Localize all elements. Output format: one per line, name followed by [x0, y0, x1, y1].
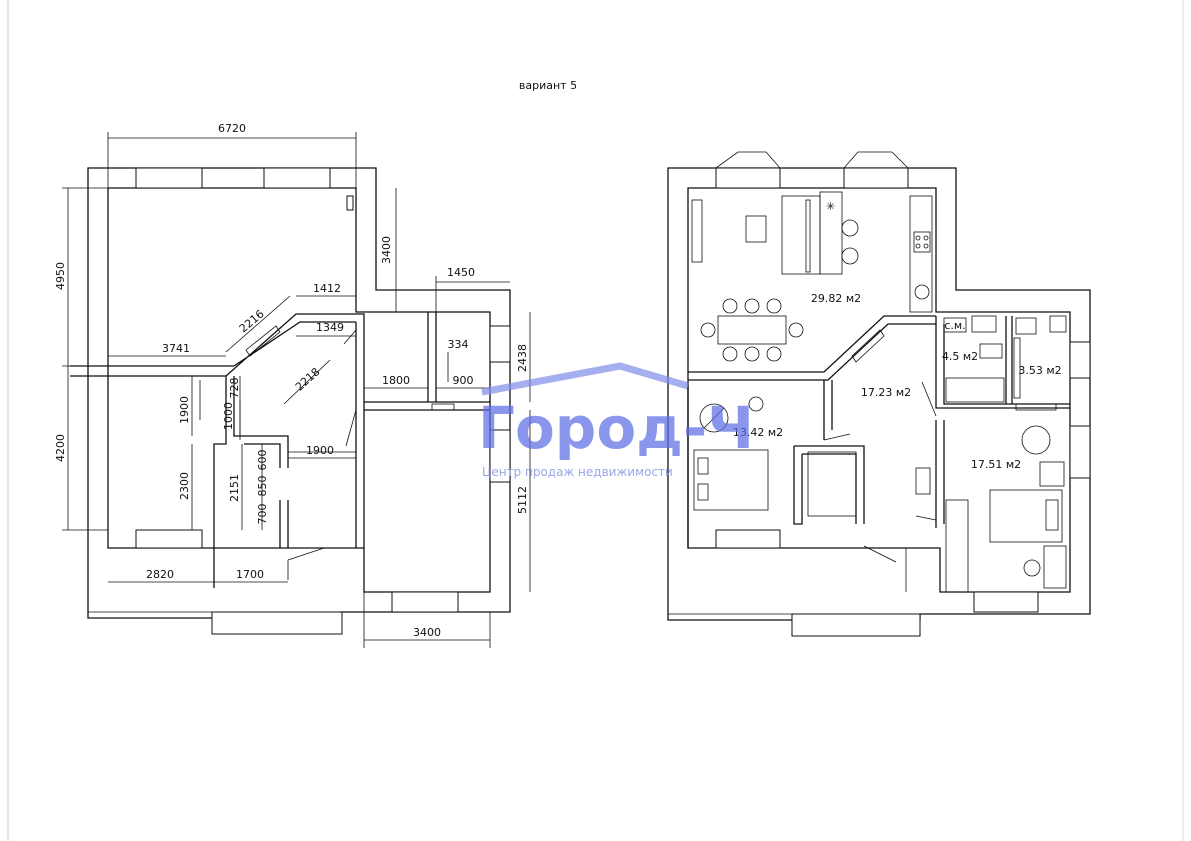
- dim-label: 600: [256, 450, 269, 471]
- room-area-label: 4.5 м2: [942, 350, 978, 363]
- dim-label: 4950: [54, 262, 67, 290]
- dim-label: 4200: [54, 434, 67, 462]
- dim-label: 2438: [516, 344, 529, 372]
- washing-machine-label: с.м.: [944, 319, 965, 332]
- dim-label: 900: [453, 374, 474, 387]
- dim-label: 2300: [178, 472, 191, 500]
- window: [489, 325, 511, 363]
- dim-label: 2820: [146, 568, 174, 581]
- window: [791, 613, 921, 637]
- dim-label: 1450: [447, 266, 475, 279]
- dim-label: 1900: [306, 444, 334, 457]
- window: [391, 591, 459, 613]
- window: [843, 167, 909, 189]
- dim-label: 728: [228, 378, 241, 399]
- dim-label: 3400: [380, 236, 393, 264]
- dim-label: 2151: [228, 474, 241, 502]
- dim-label: 3400: [413, 626, 441, 639]
- svg-text:✳: ✳: [826, 200, 835, 213]
- dim-label: 1000: [222, 402, 235, 430]
- vent: [346, 195, 354, 211]
- room-area-label: 29.82 м2: [811, 292, 861, 305]
- dim-label: 1800: [382, 374, 410, 387]
- dim-label: 2216: [237, 307, 267, 335]
- watermark-tagline: Центр продаж недвижимости: [482, 465, 673, 479]
- dim-label: 5112: [516, 486, 529, 514]
- window: [715, 529, 781, 549]
- room-area-label: 3.53 м2: [1018, 364, 1061, 377]
- window: [973, 591, 1039, 613]
- window: [1069, 341, 1091, 379]
- dim-label: 700: [256, 504, 269, 525]
- window: [715, 167, 781, 189]
- room-area-label: 13.42 м2: [733, 426, 783, 439]
- room-area-label: 17.51 м2: [971, 458, 1021, 471]
- dim-label: 1900: [178, 396, 191, 424]
- watermark-roof-icon: [481, 362, 689, 396]
- window: [135, 167, 203, 189]
- drawing-title: вариант 5: [519, 79, 577, 92]
- window: [489, 429, 511, 483]
- watermark-brand: Город-Ч: [478, 394, 754, 462]
- dim-label: 2218: [293, 365, 323, 393]
- dim-label: 3741: [162, 342, 190, 355]
- window: [135, 529, 203, 549]
- window: [1069, 425, 1091, 479]
- dim-label: 334: [448, 338, 469, 351]
- dim-label: 1349: [316, 321, 344, 334]
- dim-label: 1412: [313, 282, 341, 295]
- right-floor-plan: ✳ с.м. 29.82 м2 17.23 м: [667, 151, 1091, 637]
- room-area-label: 17.23 м2: [861, 386, 911, 399]
- left-floor-plan: 6720 4950 3400 1450 1412 2216 1349 3741 …: [54, 122, 531, 648]
- watermark: Город-Ч Центр продаж недвижимости: [478, 362, 754, 479]
- window: [211, 611, 343, 635]
- dim-label: 1700: [236, 568, 264, 581]
- window: [263, 167, 331, 189]
- dim-label: 6720: [218, 122, 246, 135]
- dim-label: 850: [256, 476, 269, 497]
